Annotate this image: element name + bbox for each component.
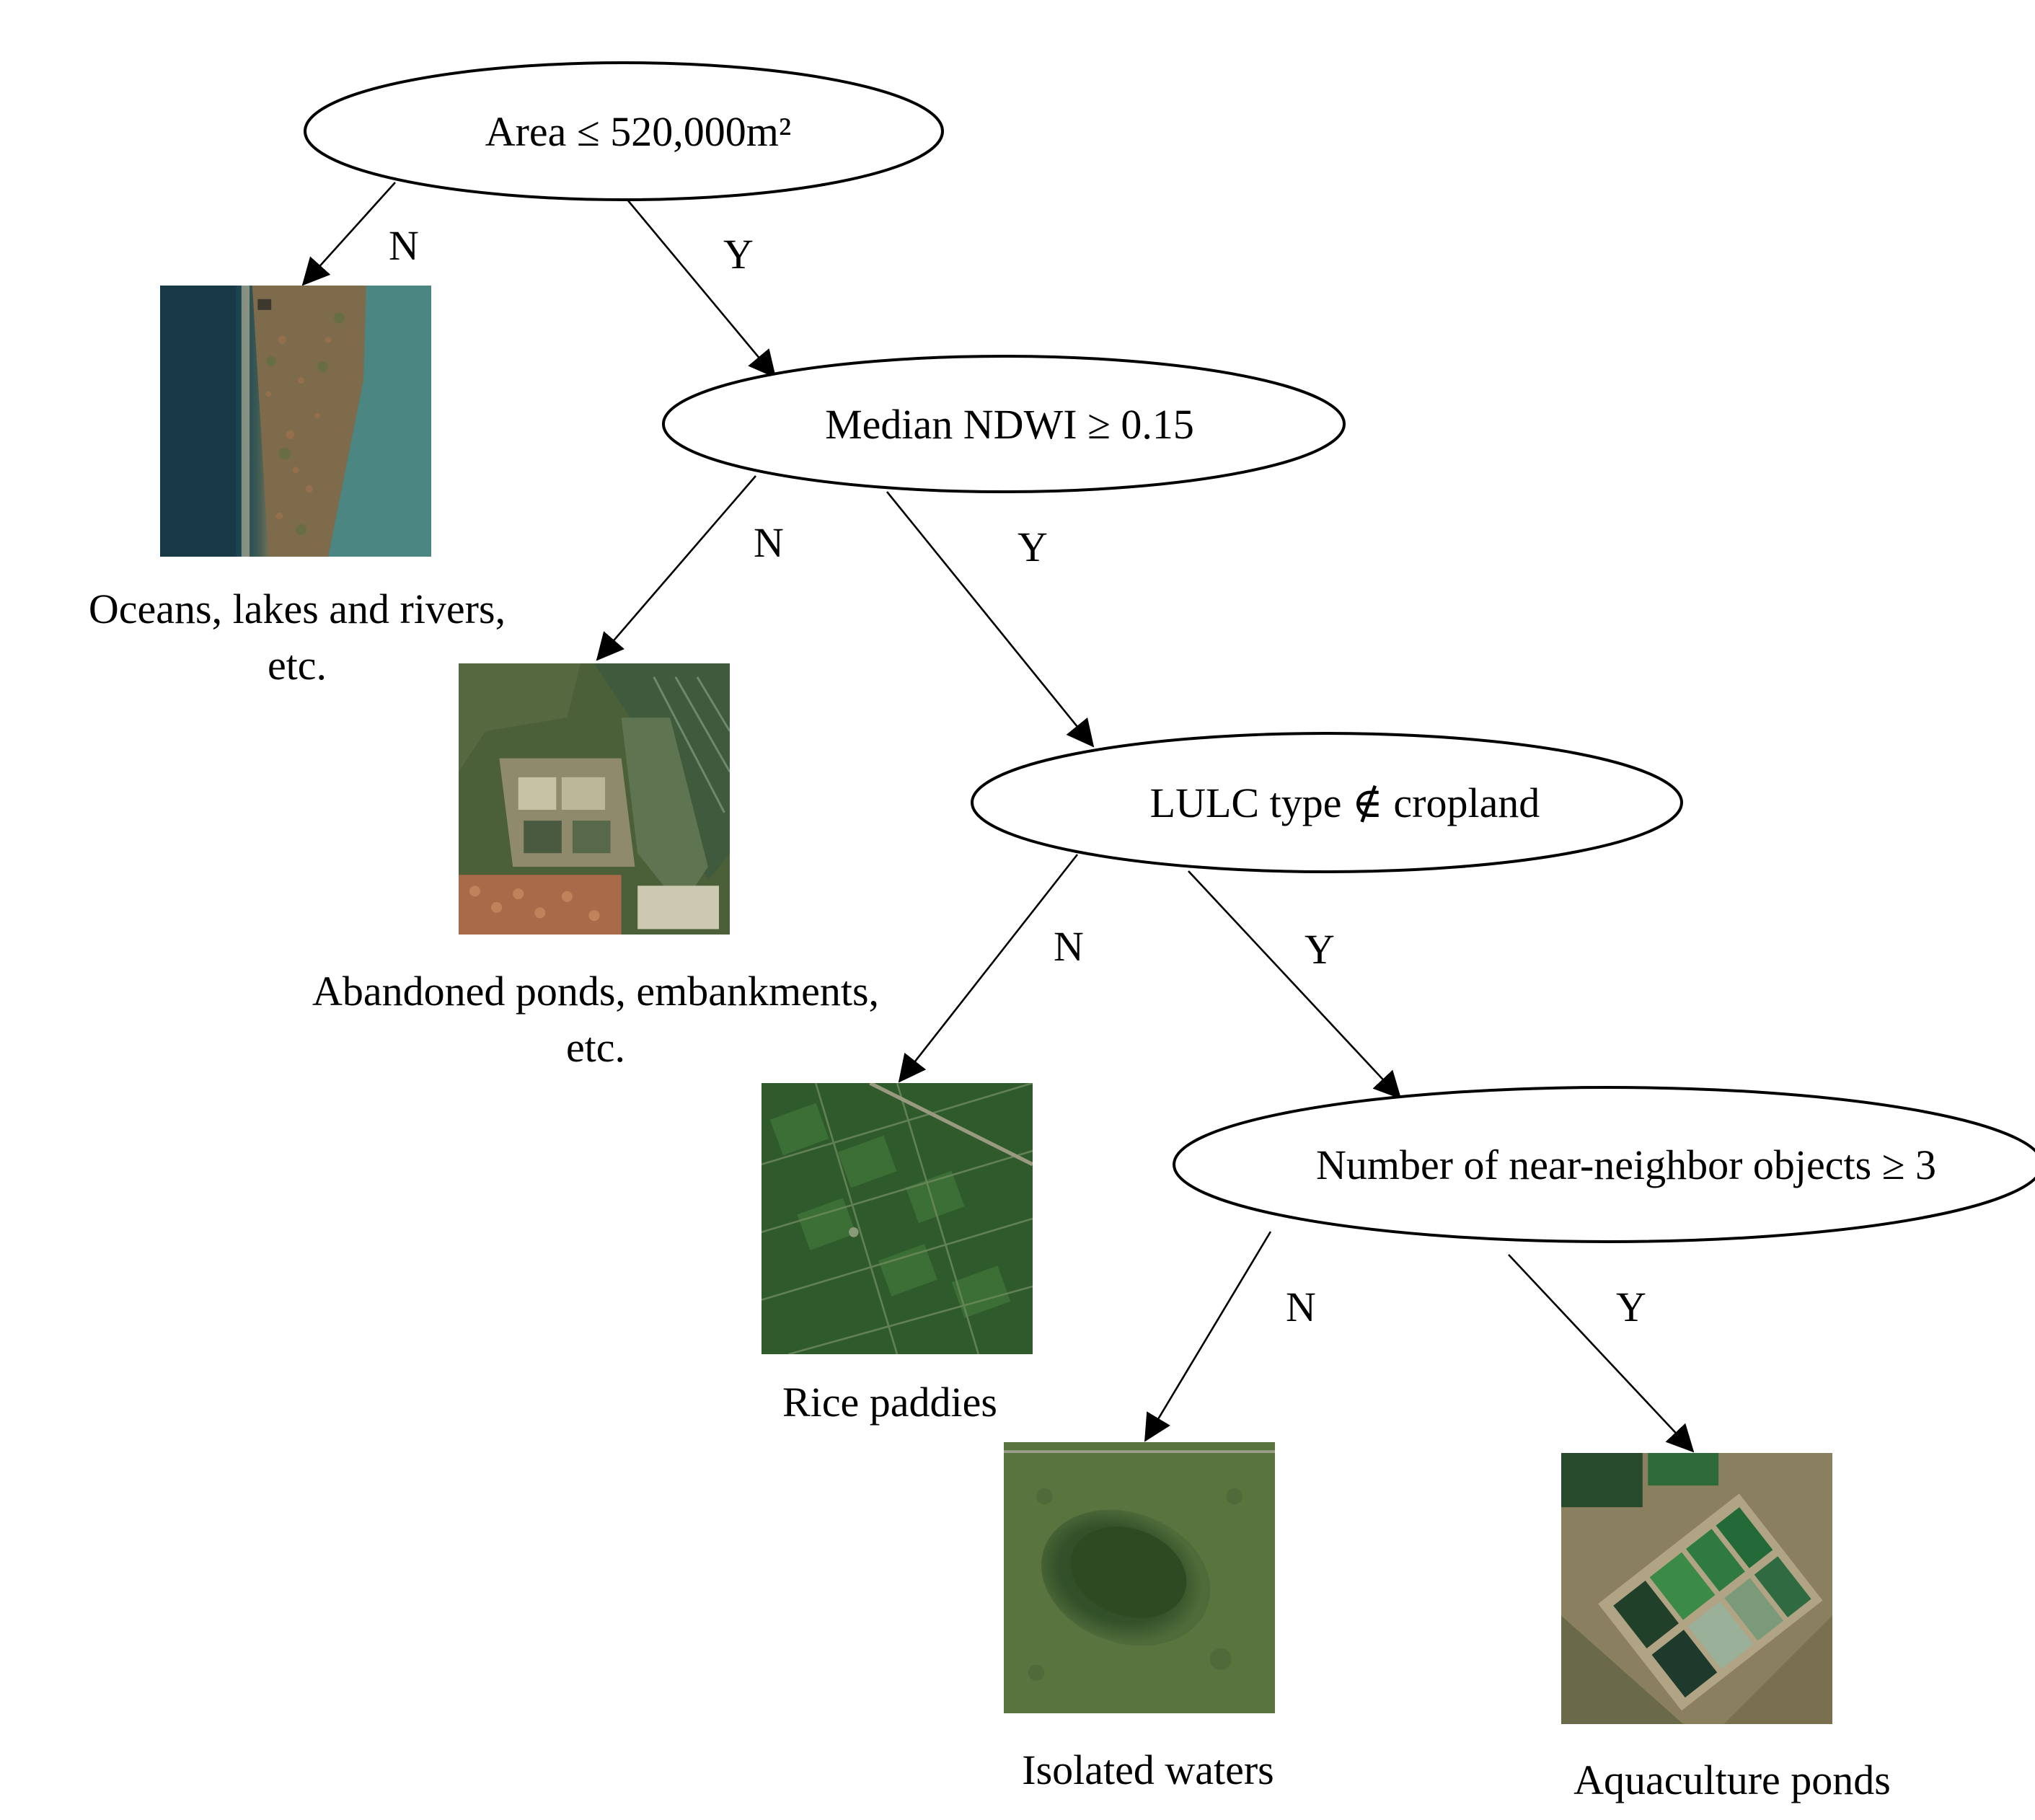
edge-label-neighbors-no: N [1286, 1284, 1316, 1330]
node-ndwi-label: Median NDWI ≥ 0.15 [825, 401, 1194, 448]
leaf-isolated-label: Isolated waters [1022, 1746, 1273, 1793]
edge-ndwi-yes [886, 491, 1095, 748]
node-neighbors: Number of near-neighbor objects ≥ 3 [1173, 1086, 2035, 1243]
leaf-oceans-label-line1: Oceans, lakes and rivers, [89, 586, 506, 632]
leaf-aquaculture-label: Aquaculture ponds [1573, 1757, 1891, 1803]
node-neighbors-label: Number of near-neighbor objects ≥ 3 [1316, 1141, 1936, 1188]
node-area: Area ≤ 520,000m² [304, 61, 944, 201]
edge-label-ndwi-yes: Y [1018, 524, 1048, 570]
node-lulc: LULC type ∉ cropland [971, 732, 1683, 873]
edge-label-area-yes: Y [723, 231, 754, 278]
node-ndwi: Median NDWI ≥ 0.15 [662, 355, 1346, 493]
oceans-satellite-image [160, 286, 431, 557]
leaf-oceans-label-line2: etc. [268, 642, 327, 689]
edge-label-ndwi-no: N [754, 519, 784, 566]
leaf-abandoned-label-line2: etc. [566, 1024, 625, 1071]
leaf-abandoned-label-line1: Abandoned ponds, embankments, [312, 968, 879, 1015]
edge-lulc-no [898, 854, 1079, 1083]
node-lulc-label: LULC type ∉ cropland [1150, 779, 1540, 826]
edge-area-no [301, 182, 396, 286]
isolated-waters-satellite-image [1004, 1442, 1275, 1713]
abandoned-ponds-satellite-image [459, 663, 730, 935]
node-area-label: Area ≤ 520,000m² [485, 108, 792, 155]
edge-label-lulc-no: N [1054, 923, 1084, 970]
edge-neighbors-no [1144, 1231, 1272, 1442]
leaf-rice-label: Rice paddies [782, 1379, 997, 1426]
edge-area-yes [627, 199, 777, 379]
aquaculture-ponds-satellite-image [1561, 1453, 1832, 1724]
edge-label-area-no: N [389, 222, 419, 269]
edge-label-lulc-yes: Y [1305, 926, 1335, 973]
edge-lulc-yes [1188, 870, 1402, 1100]
edge-ndwi-no [596, 475, 756, 661]
edge-label-neighbors-yes: Y [1616, 1284, 1646, 1330]
edge-neighbors-yes [1508, 1254, 1695, 1453]
rice-paddies-satellite-image [762, 1083, 1033, 1354]
